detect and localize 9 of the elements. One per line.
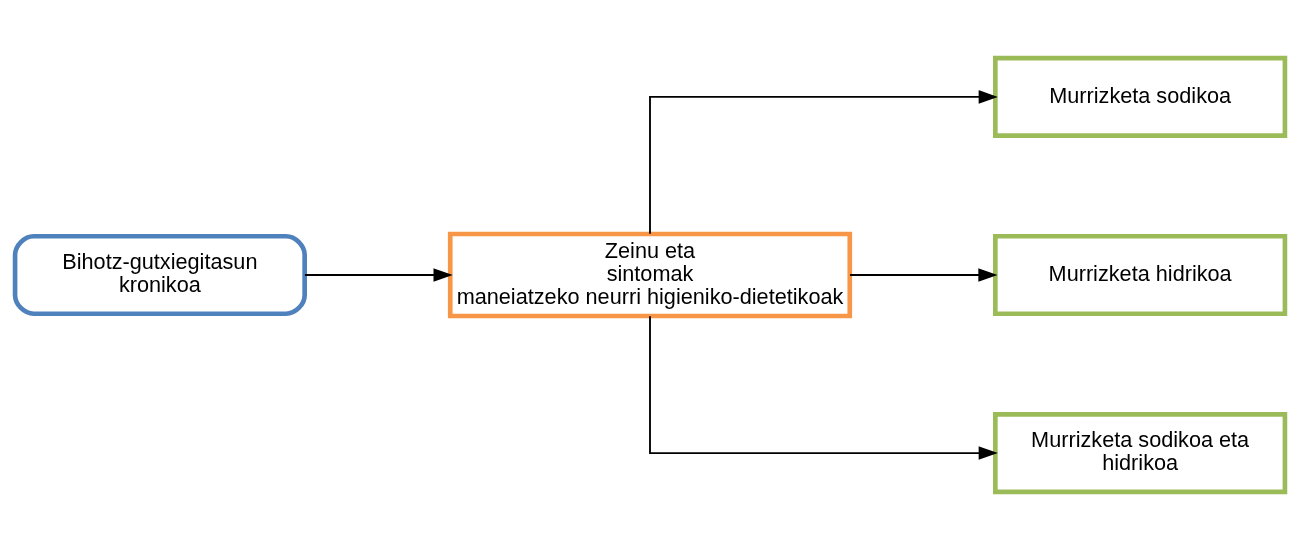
node-box: Murrizketa sodikoa: [993, 55, 1288, 138]
node-box: Murrizketa hidrikoa: [993, 233, 1288, 316]
arrow: [849, 267, 998, 282]
node-box: Bihotz-gutxiegitasun kronikoa: [12, 233, 307, 316]
node-box: Murrizketa sodikoa eta hidrikoa: [993, 411, 1288, 494]
node-box: Zeinu eta sintomak maneiatzeko neurri higieniko-dietetikoak: [447, 231, 853, 318]
arrow: [649, 89, 998, 235]
arrow: [304, 267, 453, 282]
arrow: [649, 314, 998, 460]
